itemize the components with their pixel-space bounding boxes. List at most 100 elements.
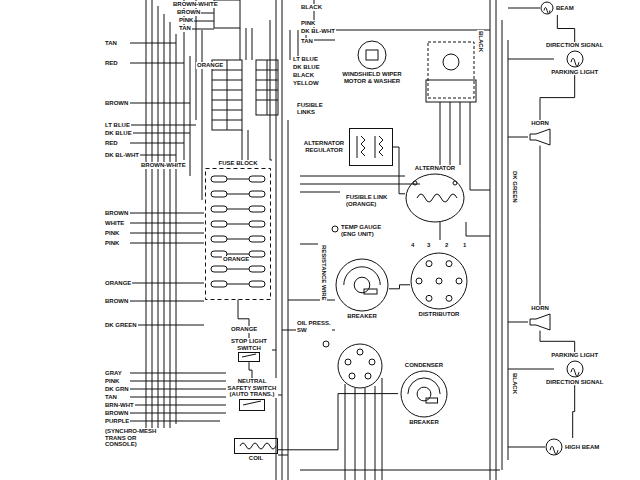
component-label: NEUTRAL SAFETY SWITCH (AUTO TRANS.) [226,378,278,398]
alternator-symbol [405,173,465,223]
motor-part [366,50,378,60]
oil-switch [323,341,329,347]
component: CONDENSERBREAKER [398,362,450,425]
plug-pin [365,373,371,379]
bulb-symbol [566,50,584,68]
component: HORN [528,120,552,146]
wire-label: DK BLUE [104,130,133,137]
wire [573,385,575,438]
plate-part [344,267,380,285]
fuse-part [211,206,227,212]
wire-label: DK GREEN [104,322,138,329]
fuse-part [206,168,271,299]
wire-label: PINK [104,378,120,385]
component-label: STOP LIGHT SWITCH [226,338,272,351]
fuse-part [249,191,265,197]
plate-part [364,289,377,294]
fuse-part [227,268,249,269]
fuse-part [211,176,227,182]
wire-label: (SYNCHRO-MESH TRANS OR CONSOLE) [104,428,166,448]
component-shape [349,128,393,166]
wire-label: DK BL-WHT [300,28,336,35]
component: BREAKER [335,258,389,320]
component-label: ALTERNATOR REGULATOR [300,140,348,153]
switch-part [243,401,261,405]
component: NEUTRAL SAFETY SWITCH (AUTO TRANS.) [226,378,278,411]
component: HORN [528,305,552,331]
cap-part [426,261,432,267]
wire [278,394,398,450]
cap-part [416,278,422,284]
component-label: DIRECTION SIGNAL [545,42,604,49]
cap-part [411,253,467,309]
fuse-part [249,206,265,212]
switch-part [242,354,256,357]
switch-symbol [239,399,265,411]
component-shape [205,168,271,300]
component-shape [528,128,552,146]
component-label: CONDENSER [404,362,444,369]
wire-label: FUSIBLE LINK (ORANGE) [345,194,399,207]
connector-grid [256,60,278,115]
cap-part [426,295,432,301]
cap-part [436,278,442,284]
horn-part [530,129,550,145]
cap-part [446,295,452,301]
wire-label: TEMP GAUGE (ENG UNIT) [340,224,398,237]
wire-label: ORANGE [104,280,132,287]
fuse-part [249,176,265,182]
plug-pin [357,349,363,355]
motor-symbol [354,40,390,70]
wire-label: BLACK [511,372,518,395]
component: HIGH BEAM [545,438,600,456]
component-label: BREAKER [346,313,378,320]
cap-part [456,278,462,284]
component: BEAM [540,1,575,15]
wire-label: FUSIBLE LINKS [296,102,338,115]
wire-label: LT BLUE [104,122,131,129]
plate-part [417,387,431,401]
alternator-part [453,181,457,185]
connector-block [426,80,476,102]
component: ALTERNATOR REGULATOR [300,128,393,166]
wire [389,285,410,289]
component-label: BEAM [555,5,575,12]
fuse-part [227,223,249,224]
wire [540,331,575,352]
fuse-part [211,191,227,197]
component-shape [239,399,265,411]
wiring-group [130,0,554,480]
component: FUSE BLOCK [205,160,271,300]
connector-block [256,60,278,115]
temp-sender [332,226,338,232]
wire [557,15,574,42]
fuse-part [227,208,249,209]
wire-label: PURPLE [104,418,130,425]
component-label: ALTERNATOR [414,165,456,172]
plate-part [408,378,440,394]
plug-pin [369,359,375,365]
fuse-part [211,236,227,242]
component-label: HORN [530,120,550,127]
component-shape [335,258,389,312]
fuse-part [211,281,227,287]
component-shape [234,438,278,454]
wire-label: DK BL-WHT [104,152,140,159]
component-shape [405,173,465,223]
wire-label: DK GREEN [511,170,518,204]
fuse-part [249,266,265,272]
wire-label: PINK [178,17,194,24]
coil-part [235,439,278,454]
wire-label: ORANGE [230,326,258,333]
regulator-symbol [349,128,393,166]
cap-part [446,261,452,267]
wire-label: PINK [300,20,316,27]
component-label: HORN [530,305,550,312]
wire-label: 4 [410,242,415,249]
wire-label: ORANGE [222,256,250,263]
plug-pin [349,373,355,379]
component-shape [410,252,468,310]
wire-label: TAN [104,40,118,47]
connector-grid [212,60,242,130]
